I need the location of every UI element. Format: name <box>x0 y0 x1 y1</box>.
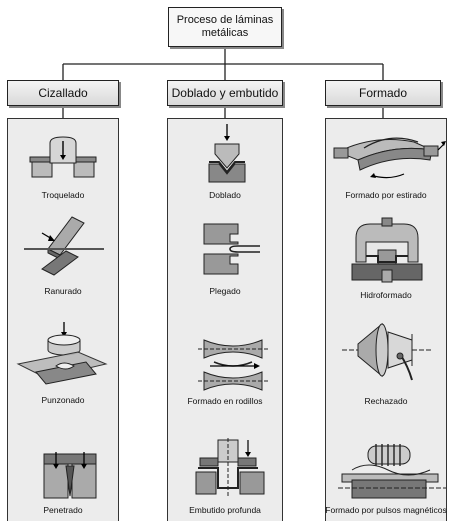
plegado-illustration <box>203 223 260 275</box>
troquelado-illustration <box>29 136 97 178</box>
label-embutido-profunda: Embutido profunda <box>189 505 261 515</box>
doblado-illustration <box>208 124 246 183</box>
label-troquelado: Troquelado <box>41 190 85 200</box>
formado-estirado-illustration <box>333 137 446 179</box>
penetrado-illustration <box>43 452 97 499</box>
label-doblado: Doblado <box>209 190 241 200</box>
label-plegado: Plegado <box>209 286 241 296</box>
formado-pulsos-magneticos-illustration <box>338 444 446 499</box>
root-node: Proceso de láminas metálicas <box>168 7 282 47</box>
category-doblado-embutido: Doblado y embutido <box>167 80 283 106</box>
label-penetrado: Penetrado <box>43 505 83 515</box>
label-rechazado: Rechazado <box>364 396 408 406</box>
punzonado-illustration <box>16 322 108 385</box>
category-formado: Formado <box>325 80 441 106</box>
hidroformado-illustration <box>351 217 423 283</box>
label-punzonado: Punzonado <box>41 395 85 405</box>
label-hidroformado: Hidroformado <box>360 290 412 300</box>
rechazado-illustration <box>342 322 432 381</box>
formado-rodillos-illustration <box>198 339 268 391</box>
label-ranurado: Ranurado <box>44 286 82 296</box>
embutido-profunda-illustration <box>195 438 265 498</box>
ranurado-illustration <box>24 216 104 276</box>
label-formado-estirado: Formado por estirado <box>345 190 427 200</box>
label-formado-rodillos: Formado en rodillos <box>187 396 263 406</box>
label-formado-pulsos-magneticos: Formado por pulsos magnéticos <box>325 505 447 515</box>
category-cizallado: Cizallado <box>7 80 119 106</box>
